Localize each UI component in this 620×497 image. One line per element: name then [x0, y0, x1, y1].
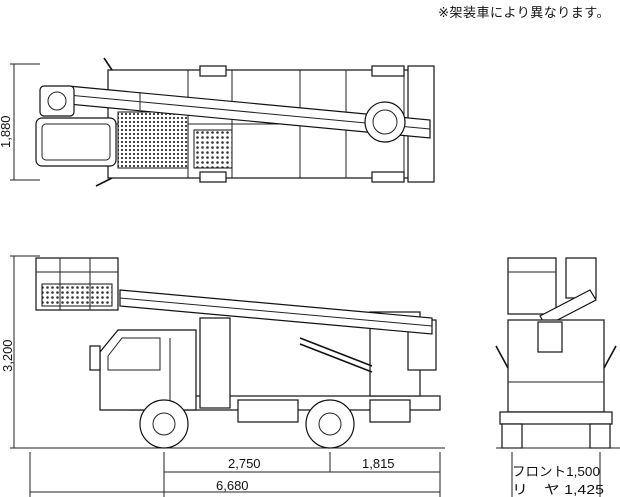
dim-overall-length: 6,680 [216, 478, 249, 493]
dim-front-tread: フロント1,500 [512, 464, 600, 479]
top-view [10, 57, 435, 187]
rear-view [495, 257, 620, 497]
dim-wheelbase: 2,750 [228, 456, 261, 471]
dim-top-width: 1,880 [0, 115, 13, 148]
dim-rear-overhang: 1,815 [362, 456, 395, 471]
dim-rear-tread: リ ヤ 1,425 [512, 482, 604, 497]
dim-overall-height: 3,200 [0, 339, 15, 372]
side-view [10, 255, 445, 497]
variation-note: ※架装車により異なります。 [438, 6, 610, 21]
